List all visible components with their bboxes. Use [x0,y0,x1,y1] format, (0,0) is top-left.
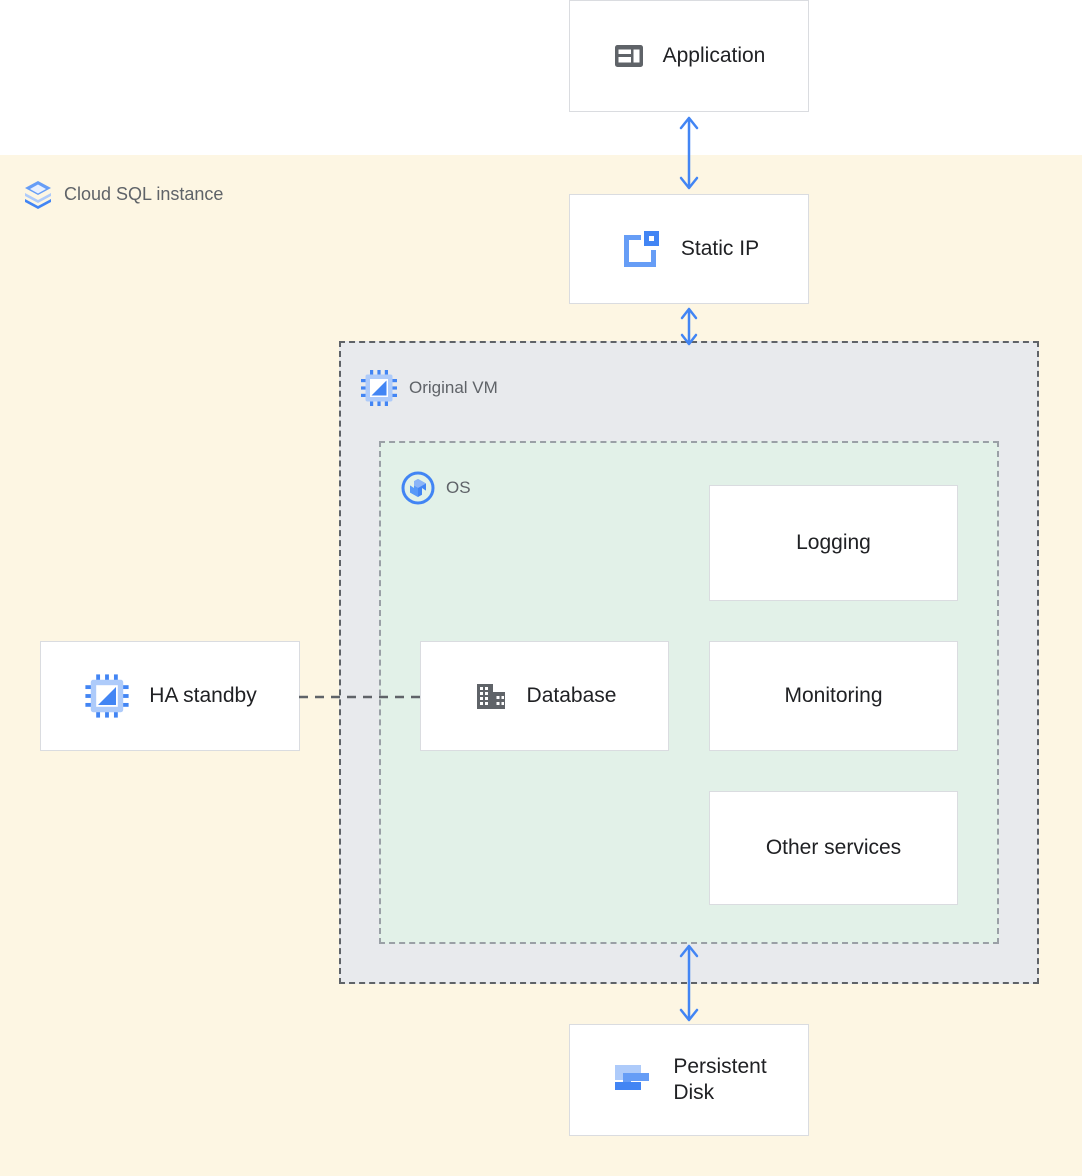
region-label-text: Cloud SQL instance [64,183,224,204]
os-circle-cube-icon [400,470,436,506]
static-ip-icon [619,227,663,271]
region-label-text: Original VM [409,378,498,397]
node-label: Logging [796,530,871,554]
node-label: Other services [765,835,902,859]
node-ha-standby[interactable]: HA standby [40,641,300,751]
node-other-services[interactable]: Other services [709,791,958,905]
ha-standby-chip-icon [83,672,131,720]
application-window-icon [613,40,645,72]
node-static-ip[interactable]: Static IP [569,194,809,304]
region-label-os: OS [400,470,471,506]
connector-ha-standby-to-database [299,688,421,699]
node-application[interactable]: Application [569,0,809,112]
connector-application-to-static-ip [659,112,719,194]
persistent-disk-icon [611,1058,655,1102]
node-label: Database [526,683,617,707]
region-label-original-vm: Original VM [359,368,498,408]
node-label: Static IP [680,236,760,260]
region-label-cloud-sql-instance: Cloud SQL instance [22,178,223,210]
node-label: HA standby [149,683,257,707]
node-label: Application [662,43,766,67]
node-logging[interactable]: Logging [709,485,958,601]
region-label-text: OS [446,478,471,497]
cloud-sql-layers-icon [22,178,54,210]
connector-original-vm-to-persistent-disk [659,940,719,1026]
node-persistent-disk[interactable]: Persistent Disk [569,1024,809,1136]
node-label: Monitoring [784,683,883,707]
node-label: Persistent Disk [673,1054,767,1104]
database-building-icon [473,678,509,714]
connector-static-ip-to-original-vm [659,304,719,348]
node-database[interactable]: Database [420,641,669,751]
node-monitoring[interactable]: Monitoring [709,641,958,751]
vm-chip-icon [359,368,399,408]
